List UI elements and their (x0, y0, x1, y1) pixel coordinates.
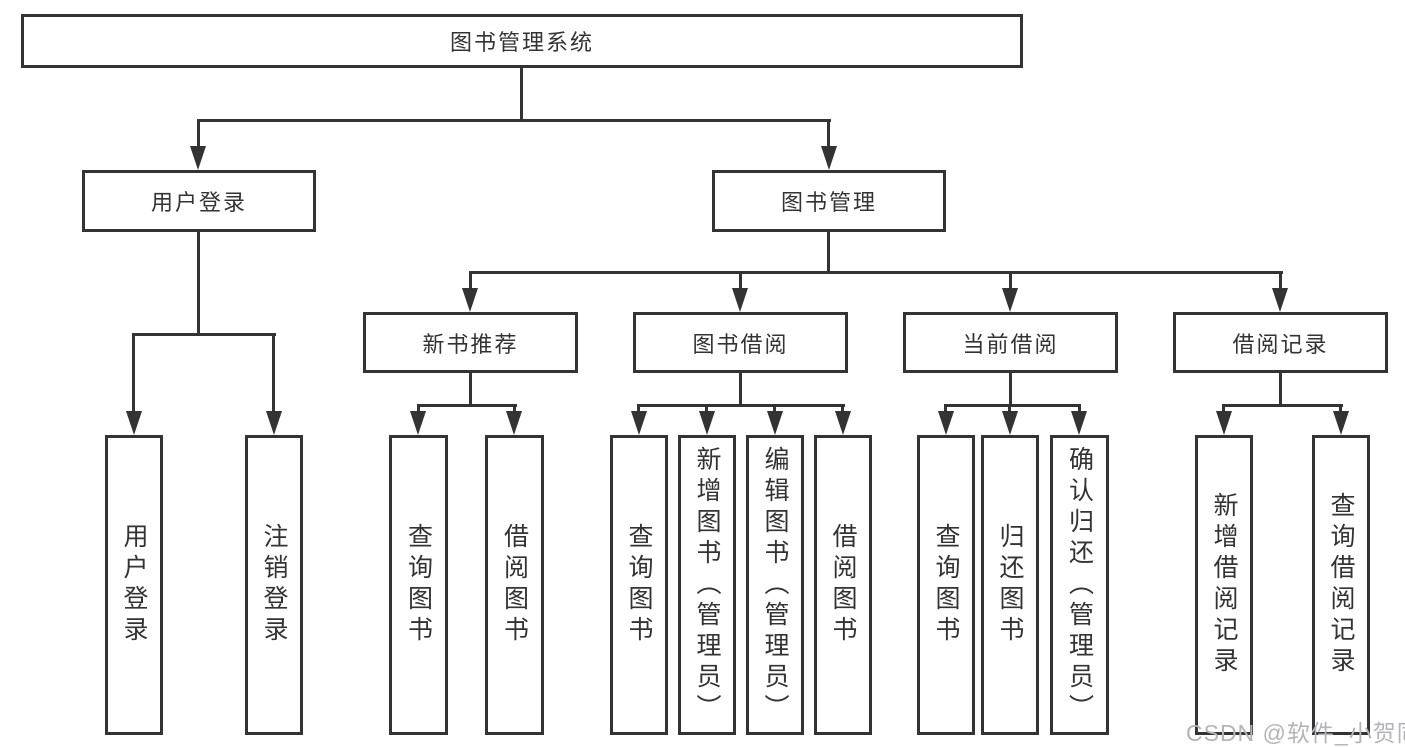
leaf-query-books-borrow: 查询图书 (610, 435, 668, 735)
connector-line (132, 333, 135, 413)
arrow-down-icon (266, 411, 282, 435)
arrow-down-icon (462, 288, 478, 312)
connector-line (1339, 404, 1342, 414)
node-label: 新书推荐 (422, 331, 519, 357)
connector-line (132, 333, 276, 336)
connector-line (705, 404, 708, 414)
leaf-borrow-books-recommend: 借阅图书 (485, 435, 544, 735)
node-library-management-system: 图书管理系统 (21, 14, 1023, 68)
leaf-label: 查询图书 (404, 523, 433, 647)
arrow-down-icon (835, 411, 851, 435)
leaf-label: 查询图书 (932, 523, 960, 647)
leaf-query-books-current: 查询图书 (917, 435, 975, 735)
leaf-label: 归还图书 (996, 523, 1024, 647)
connector-line (1078, 404, 1081, 414)
leaf-confirm-return-admin: 确认归还（管理员） (1050, 435, 1109, 735)
leaf-borrow-books: 借阅图书 (814, 435, 872, 735)
node-book-borrow: 图书借阅 (633, 312, 848, 373)
connector-line (513, 404, 516, 414)
connector-line (739, 271, 742, 291)
leaf-query-books-recommend: 查询图书 (389, 435, 448, 735)
connector-line (469, 373, 472, 407)
connector-line (827, 232, 830, 274)
leaf-label: 编辑图书（管理员） (761, 445, 789, 725)
connector-line (1222, 404, 1225, 414)
node-label: 用户登录 (150, 190, 247, 215)
leaf-label: 查询借阅记录 (1327, 492, 1355, 678)
connector-line (417, 404, 517, 407)
connector-line (944, 404, 947, 414)
arrow-down-icon (821, 146, 837, 170)
connector-line (637, 404, 845, 407)
leaf-add-borrow-record: 新增借阅记录 (1195, 435, 1253, 735)
node-book-management: 图书管理 (712, 170, 946, 232)
leaf-user-login: 用户登录 (105, 435, 163, 735)
leaf-label: 新增借阅记录 (1210, 492, 1238, 678)
leaf-label: 借阅图书 (829, 523, 857, 647)
arrow-down-icon (126, 411, 142, 435)
node-label: 图书借阅 (692, 331, 789, 357)
connector-line (469, 271, 1283, 274)
connector-line (469, 271, 472, 291)
connector-line (637, 404, 640, 414)
connector-line (1009, 271, 1012, 291)
arrow-down-icon (190, 146, 206, 170)
arrow-down-icon (1002, 288, 1018, 312)
connector-line (520, 68, 523, 121)
node-label: 借阅记录 (1232, 331, 1329, 357)
arrow-down-icon (410, 411, 426, 435)
connector-line (1008, 404, 1011, 414)
leaf-label: 用户登录 (120, 523, 148, 647)
arrow-down-icon (631, 411, 647, 435)
connector-line (1222, 404, 1343, 407)
node-label: 当前借阅 (962, 331, 1059, 357)
node-label: 图书管理 (780, 190, 877, 215)
leaf-label: 确认归还（管理员） (1065, 445, 1094, 725)
connector-line (272, 333, 275, 413)
leaf-return-books: 归还图书 (981, 435, 1039, 735)
arrow-down-icon (699, 411, 715, 435)
node-borrow-records: 借阅记录 (1173, 312, 1388, 373)
node-new-book-recommend: 新书推荐 (363, 312, 578, 373)
connector-line (827, 119, 830, 148)
connector-line (417, 404, 420, 414)
arrow-down-icon (767, 411, 783, 435)
leaf-label: 查询图书 (625, 523, 653, 647)
leaf-label: 新增图书（管理员） (693, 445, 721, 725)
connector-line (197, 232, 200, 336)
connector-line (197, 119, 831, 122)
arrow-down-icon (1002, 411, 1018, 435)
node-user-login: 用户登录 (82, 170, 316, 232)
leaf-label: 注销登录 (260, 523, 288, 647)
connector-line (1009, 373, 1012, 407)
leaf-logout: 注销登录 (245, 435, 303, 735)
leaf-edit-book-admin: 编辑图书（管理员） (746, 435, 804, 735)
node-current-borrow: 当前借阅 (903, 312, 1118, 373)
connector-line (739, 373, 742, 407)
arrow-down-icon (732, 288, 748, 312)
connector-line (841, 404, 844, 414)
node-label: 图书管理系统 (449, 30, 594, 55)
leaf-add-book-admin: 新增图书（管理员） (678, 435, 736, 735)
connector-line (773, 404, 776, 414)
leaf-query-borrow-record: 查询借阅记录 (1312, 435, 1370, 735)
arrow-down-icon (506, 411, 522, 435)
leaf-label: 借阅图书 (500, 523, 529, 647)
arrow-down-icon (1071, 411, 1087, 435)
arrow-down-icon (938, 411, 954, 435)
connector-line (197, 119, 200, 148)
arrow-down-icon (1216, 411, 1232, 435)
connector-line (1279, 373, 1282, 407)
arrow-down-icon (1272, 288, 1288, 312)
connector-line (1279, 271, 1282, 291)
connector-line (944, 404, 1081, 407)
arrow-down-icon (1333, 411, 1349, 435)
watermark: CSDN @软件_小贺同学 (1186, 720, 1405, 746)
